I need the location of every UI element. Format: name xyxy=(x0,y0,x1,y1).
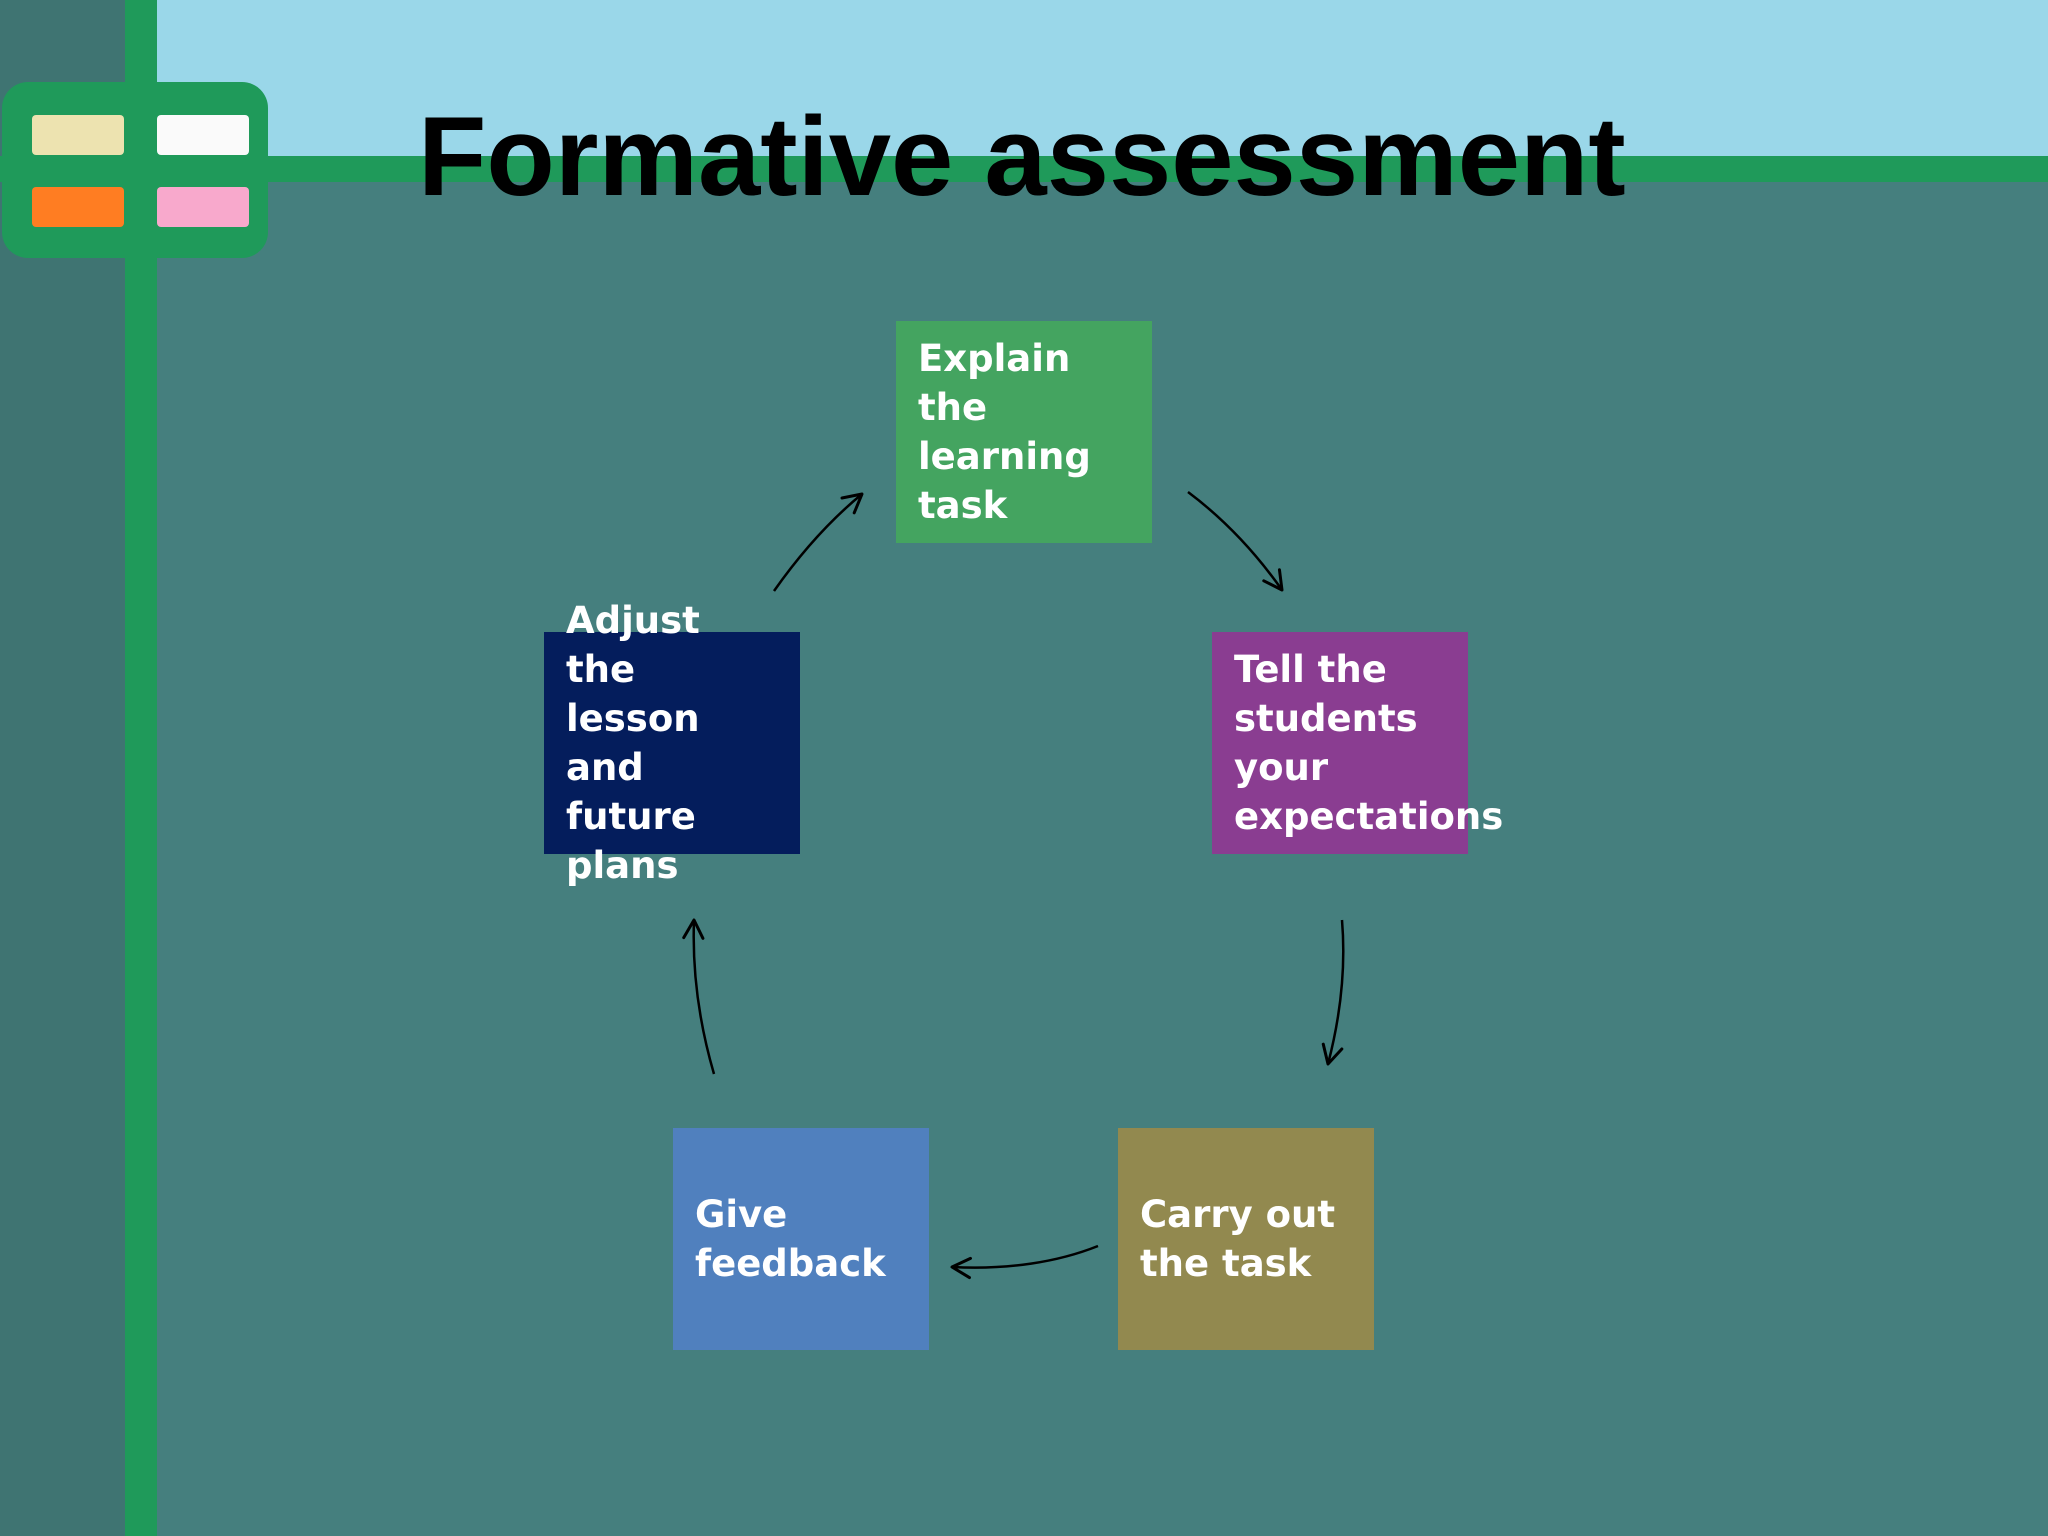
header-rule xyxy=(0,156,2048,182)
slide-title: Formative assessment xyxy=(418,94,1626,219)
cycle-node-carry-out-task: Carry out the task xyxy=(1118,1128,1374,1350)
cycle-node-label: Explain the learning task xyxy=(918,337,1091,527)
header-band xyxy=(0,0,2048,160)
arrow-carry-to-feedback xyxy=(950,1244,1099,1280)
cycle-node-label: Adjust the lesson and future plans xyxy=(566,599,700,887)
cycle-node-adjust-lesson: Adjust the lesson and future plans xyxy=(544,599,800,887)
arrow-tell-to-carry xyxy=(1321,919,1345,1066)
arrow-feedback-to-adjust xyxy=(682,918,716,1075)
logo-swatch-orange xyxy=(32,187,124,227)
cycle-node-tell-expectations: Tell the students your expectations xyxy=(1212,632,1503,854)
arrow-explain-to-tell xyxy=(1187,491,1284,592)
cycle-node-label: Give feedback xyxy=(695,1193,886,1285)
cycle-node-explain-task: Explain the learning task xyxy=(896,321,1152,543)
arrow-adjust-to-explain xyxy=(772,492,864,592)
logo-swatch-white xyxy=(157,115,249,155)
cycle-node-label: Carry out the task xyxy=(1140,1193,1336,1285)
logo-block xyxy=(2,82,268,258)
cycle-node-give-feedback: Give feedback xyxy=(673,1128,929,1350)
logo-swatch-cream xyxy=(32,115,124,155)
logo-swatch-pink xyxy=(157,187,249,227)
